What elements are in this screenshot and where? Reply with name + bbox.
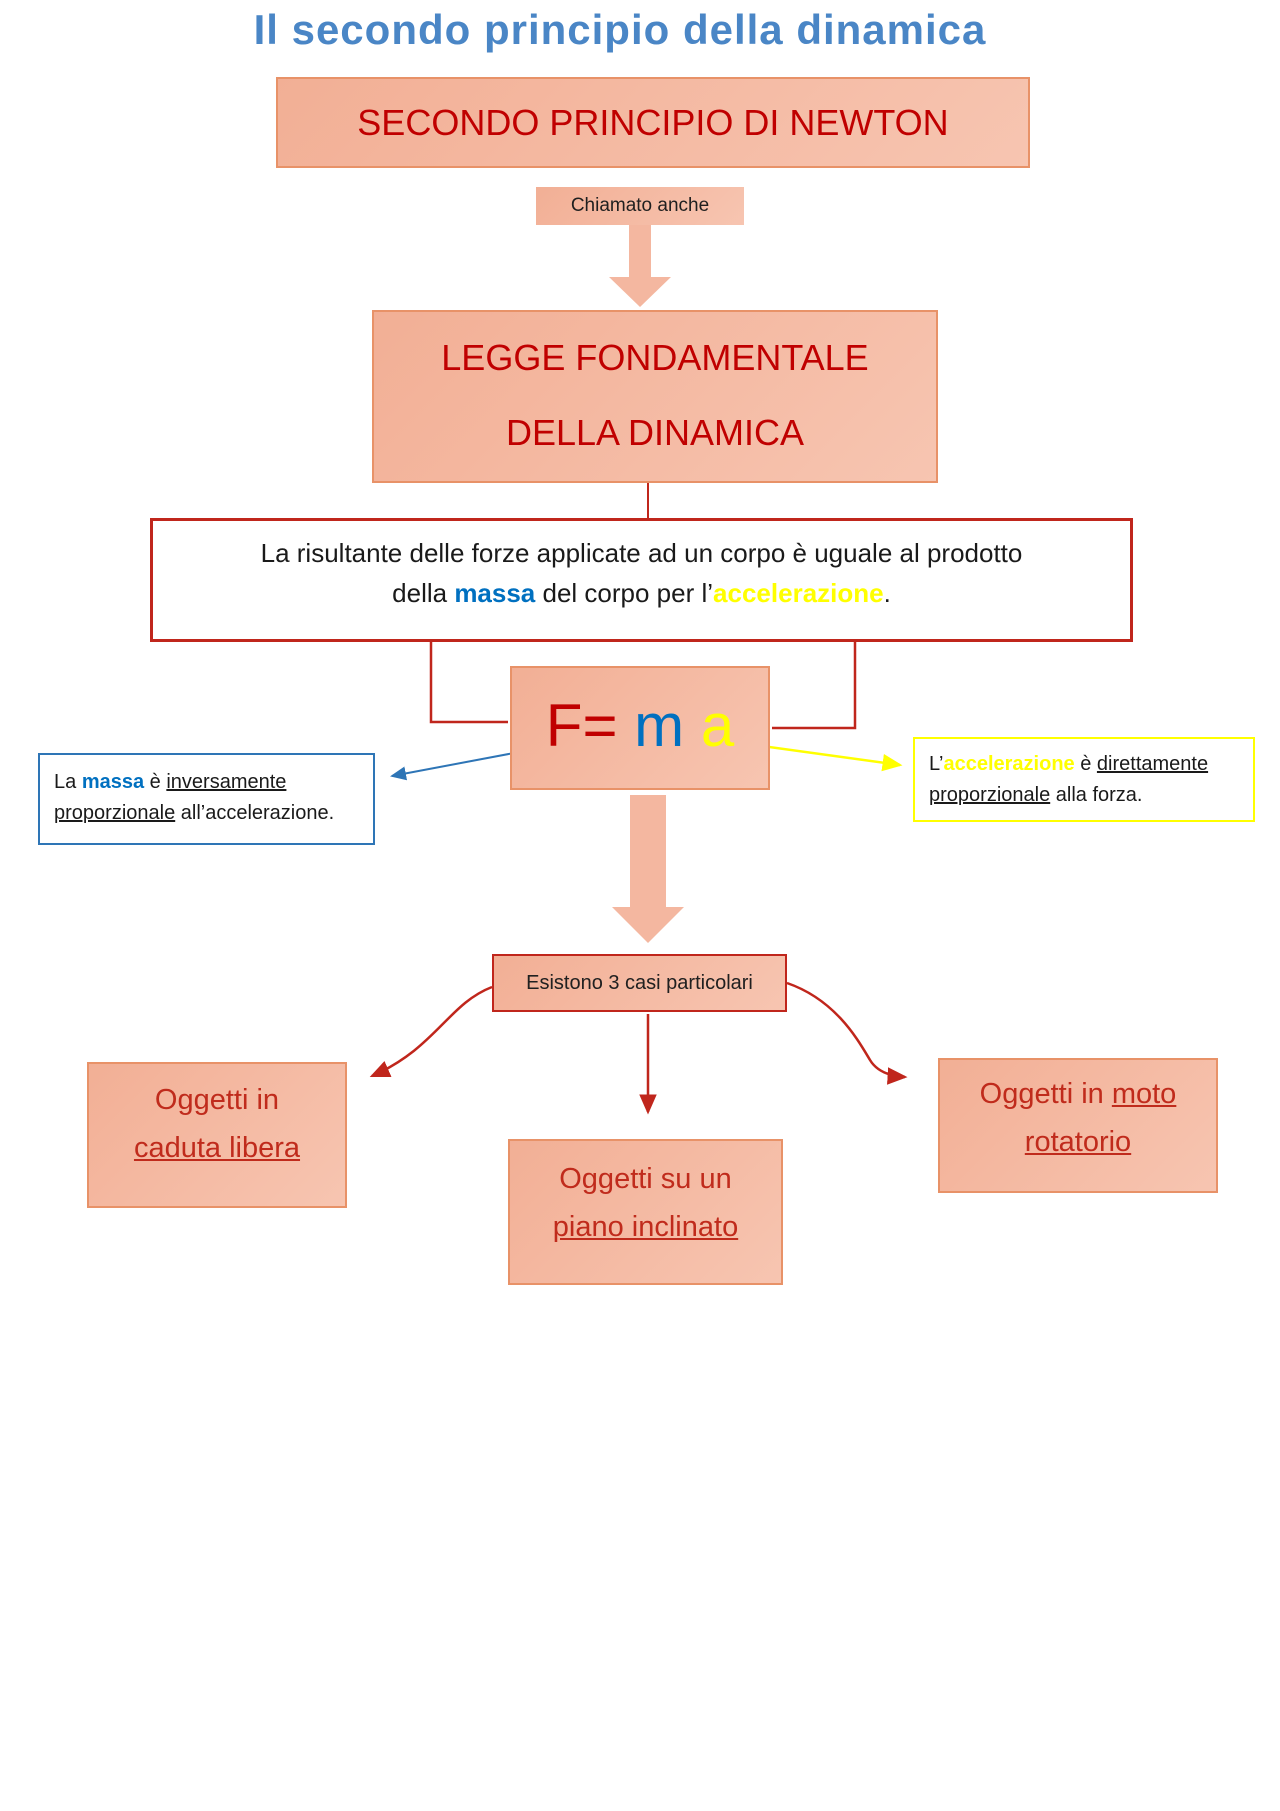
formula-box: F= m a [510, 666, 770, 790]
legge-fondamentale-box: LEGGE FONDAMENTALE DELLA DINAMICA [372, 310, 938, 483]
chiamato-anche-label: Chiamato anche [570, 195, 710, 216]
connector-definizione-formula-left [429, 642, 508, 724]
formula-a: a [684, 692, 735, 759]
legge-line1: LEGGE FONDAMENTALE [441, 337, 869, 378]
massa-note-underlined: inversamente proporzionale [54, 771, 287, 824]
accelerazione-keyword: accelerazione [713, 578, 884, 608]
definizione-line2-pre: della [392, 578, 455, 608]
formula-m: m [617, 692, 685, 759]
casi-particolari-box: Esistono 3 casi particolari [492, 954, 787, 1012]
accel-note-keyword: accelerazione [943, 753, 1075, 775]
massa-note-pre: La [54, 771, 82, 793]
accel-note-pre: L’ [929, 753, 944, 775]
accel-note-end: alla forza. [1050, 784, 1143, 806]
caduta-line1: Oggetti in [154, 1084, 280, 1116]
page-title: Il secondo principio della dinamica [253, 6, 987, 53]
accelerazione-note-box: L’accelerazione è direttamente proporzio… [913, 737, 1255, 822]
accel-note-mid: è [1074, 753, 1097, 775]
down-block-arrow-top [609, 225, 671, 307]
accel-note-underlined: direttamente proporzionale [929, 753, 1209, 806]
caso-moto-rotatorio-box: Oggetti in moto rotatorio [938, 1058, 1218, 1193]
piano-line2: piano inclinato [552, 1211, 739, 1243]
curved-arrow-left [369, 985, 493, 1078]
definizione-box: La risultante delle forze applicate ad u… [150, 518, 1133, 642]
rotatorio-line1-underlined: moto [1111, 1078, 1177, 1110]
massa-note-keyword: massa [81, 771, 145, 793]
definizione-line2-end: . [883, 578, 891, 608]
legge-line2: DELLA DINAMICA [505, 412, 805, 453]
rotatorio-line1-pre: Oggetti in [979, 1078, 1112, 1110]
connector-definizione-formula-right [772, 642, 857, 730]
definizione-line2-mid: del corpo per l’ [535, 578, 714, 608]
rotatorio-line2: rotatorio [1024, 1126, 1132, 1158]
newton-box-label: SECONDO PRINCIPIO DI NEWTON [357, 102, 949, 143]
caso-caduta-libera-box: Oggetti in caduta libera [87, 1062, 347, 1208]
curved-arrow-right [786, 981, 908, 1085]
definizione-line2: della massa del corpo per l’accelerazion… [153, 573, 1130, 613]
massa-note-end: all’accelerazione. [175, 802, 335, 824]
massa-note-mid: è [144, 771, 167, 793]
definizione-line1: La risultante delle forze applicate ad u… [260, 538, 1023, 568]
caso-piano-inclinato-box: Oggetti su un piano inclinato [508, 1139, 783, 1285]
piano-line1: Oggetti su un [559, 1163, 732, 1195]
rotatorio-line1: Oggetti in moto [940, 1070, 1216, 1118]
massa-keyword: massa [454, 578, 536, 608]
massa-note-box: La massa è inversamente proporzionale al… [38, 753, 375, 845]
formula-F: F= [545, 692, 618, 759]
casi-particolari-label: Esistono 3 casi particolari [526, 972, 753, 994]
down-block-arrow-bottom [612, 795, 684, 943]
newton-box: SECONDO PRINCIPIO DI NEWTON [276, 77, 1030, 168]
caduta-line2: caduta libera [133, 1132, 301, 1164]
chiamato-anche-box: Chiamato anche [536, 187, 744, 225]
